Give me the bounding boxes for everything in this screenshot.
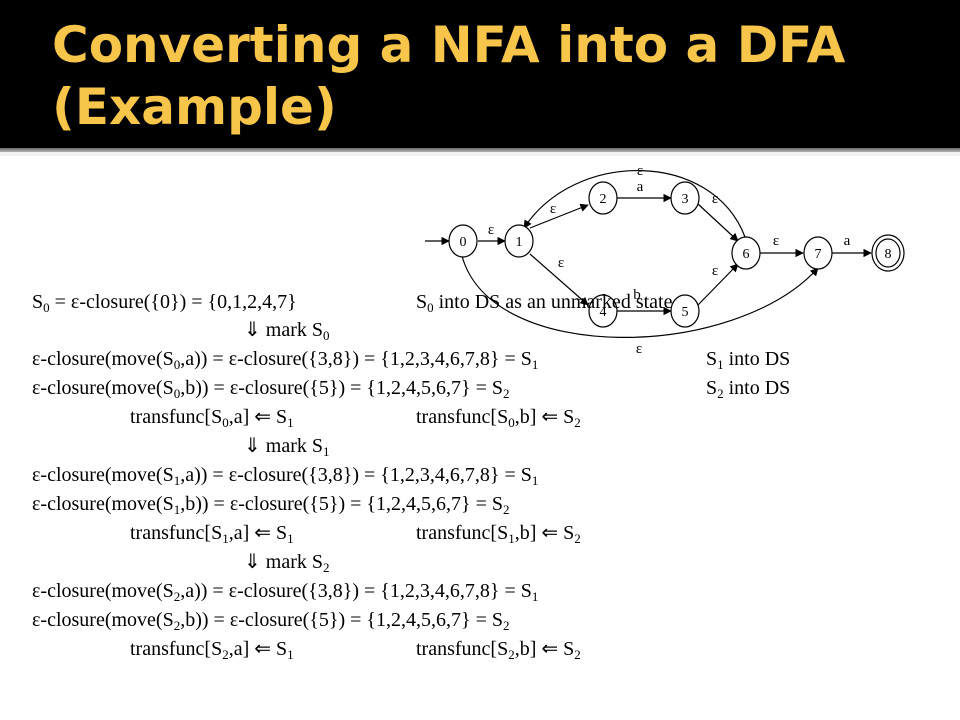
- title-bar: Converting a NFA into a DFA (Example): [0, 0, 960, 148]
- nfa-edge-6-1: [523, 170, 746, 238]
- nfa-state-label-4: 4: [600, 305, 607, 320]
- nfa-edge-0-7: [461, 255, 819, 338]
- nfa-state-labels: 0 1 2 3 4 5 6 7 8: [460, 192, 892, 320]
- nfa-label-2-3: a: [637, 179, 644, 195]
- nfa-edge-3-6: [697, 203, 739, 242]
- slide-title-line-2: (Example): [52, 78, 337, 136]
- nfa-label-6-1: ε: [637, 163, 643, 179]
- nfa-state-circle-6: [731, 236, 761, 270]
- slide-content: [0, 152, 960, 720]
- nfa-label-1-4: ε: [558, 255, 564, 271]
- nfa-state-label-0: 0: [460, 235, 467, 250]
- nfa-state-circle-3: [670, 181, 700, 215]
- nfa-state-label-5: 5: [682, 305, 689, 320]
- nfa-state-label-8: 8: [885, 247, 892, 262]
- nfa-label-0-7: ε: [636, 341, 642, 357]
- nfa-state-circle-2: [588, 181, 618, 215]
- nfa-state-circle-1: [504, 224, 534, 258]
- nfa-edge-1-2: [529, 203, 589, 229]
- nfa-state-circle-5: [670, 294, 700, 328]
- nfa-label-1-2: ε: [550, 201, 556, 217]
- nfa-diagram: 0 1 2 3 4 5 6 7 8 ε ε ε a b ε ε ε a ε ε: [425, 163, 905, 357]
- nfa-transitions: [425, 170, 872, 338]
- nfa-state-label-3: 3: [682, 192, 689, 207]
- nfa-state-label-1: 1: [516, 235, 523, 250]
- nfa-state-circle-4: [588, 294, 618, 328]
- nfa-state-circle-0: [448, 224, 478, 258]
- nfa-label-0-1: ε: [488, 222, 494, 238]
- slide-title: Converting a NFA into a DFA (Example): [52, 14, 932, 138]
- nfa-state-label-7: 7: [815, 247, 822, 262]
- title-divider: [0, 148, 960, 154]
- nfa-state-label-2: 2: [600, 192, 607, 207]
- nfa-state-circle-7: [803, 236, 833, 270]
- slide-title-line-1: Converting a NFA into a DFA: [52, 16, 846, 74]
- nfa-edge-5-6: [697, 263, 739, 306]
- nfa-label-7-8: a: [844, 233, 851, 249]
- nfa-label-5-6: ε: [712, 263, 718, 279]
- nfa-label-4-5: b: [633, 287, 641, 303]
- nfa-edge-1-4: [529, 253, 589, 306]
- nfa-label-3-6: ε: [712, 191, 718, 207]
- nfa-state-circle-8-inner: [875, 238, 901, 268]
- nfa-states: [448, 181, 905, 328]
- nfa-edge-labels: ε ε ε a b ε ε ε a ε ε: [488, 163, 851, 357]
- nfa-label-6-7: ε: [773, 233, 779, 249]
- nfa-state-label-6: 6: [743, 247, 750, 262]
